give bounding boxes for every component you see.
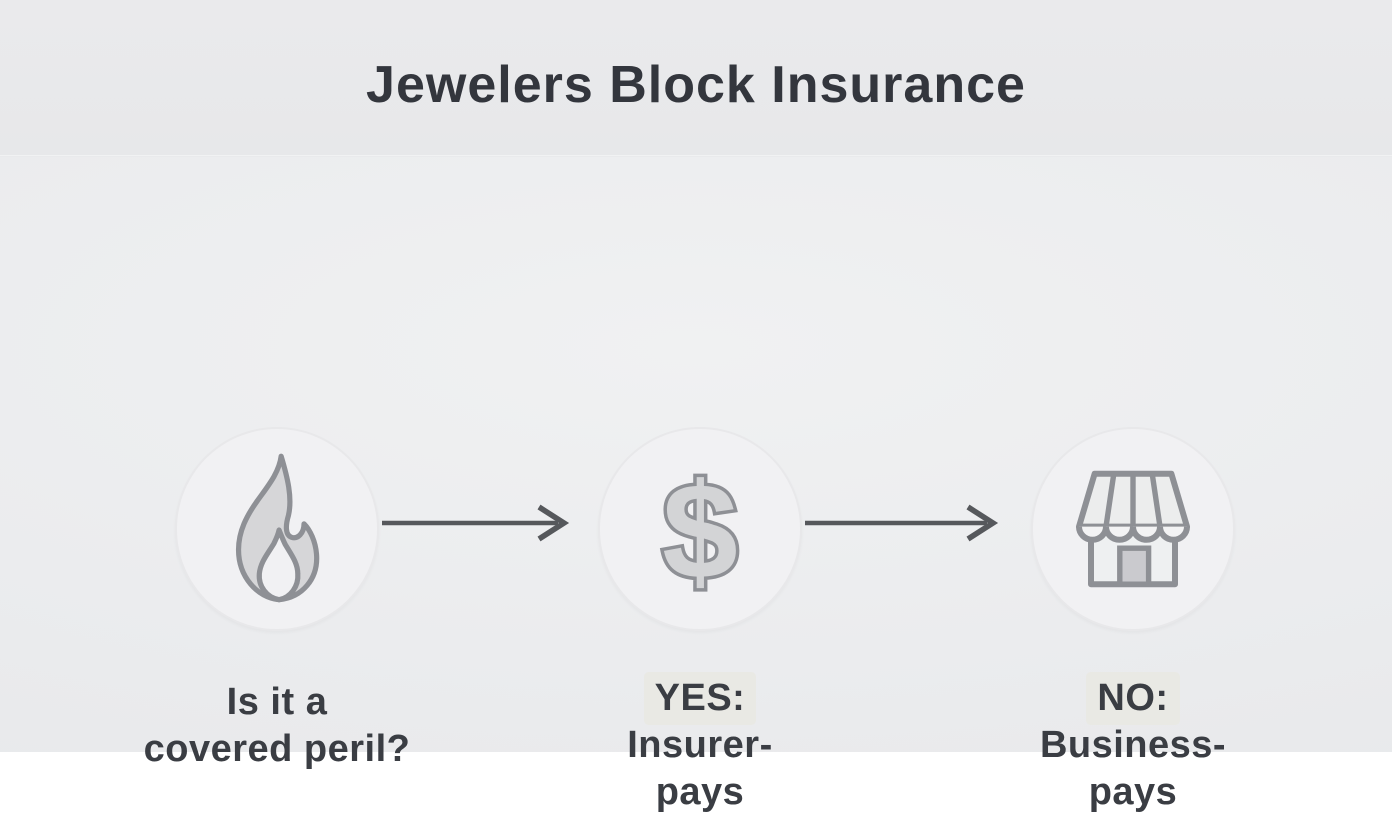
- header-band: Jewelers Block Insurance: [0, 0, 1392, 156]
- storefront-icon: [1076, 470, 1190, 588]
- caption-line: covered peril?: [143, 728, 411, 770]
- caption-line: Business-: [1039, 724, 1227, 766]
- caption-business-pays: NO: Business- pays: [943, 675, 1323, 816]
- flame-icon: [235, 453, 320, 603]
- business-pays-circle: [1031, 427, 1235, 631]
- caption-covered-peril: Is it a covered peril?: [87, 679, 467, 773]
- caption-line: pays: [655, 771, 745, 813]
- yes-badge: YES:: [646, 675, 754, 722]
- no-badge: NO:: [1089, 675, 1177, 722]
- caption-line: YES:: [510, 675, 890, 722]
- caption-line: Is it a: [226, 681, 328, 723]
- insurer-pays-circle: $: [598, 427, 802, 631]
- page-title: Jewelers Block Insurance: [366, 55, 1026, 114]
- arrow-right-icon: [382, 504, 570, 542]
- dollar-icon: $: [659, 452, 742, 610]
- caption-line: pays: [1088, 771, 1178, 813]
- flowchart-area: $: [0, 157, 1392, 813]
- caption-insurer-pays: YES: Insurer- pays: [510, 675, 890, 816]
- caption-line: NO:: [943, 675, 1323, 722]
- arrow-right-icon: [805, 504, 999, 542]
- dollar-glyph: $: [662, 455, 738, 607]
- caption-line: Insurer-: [627, 724, 773, 766]
- covered-peril-circle: [175, 427, 379, 631]
